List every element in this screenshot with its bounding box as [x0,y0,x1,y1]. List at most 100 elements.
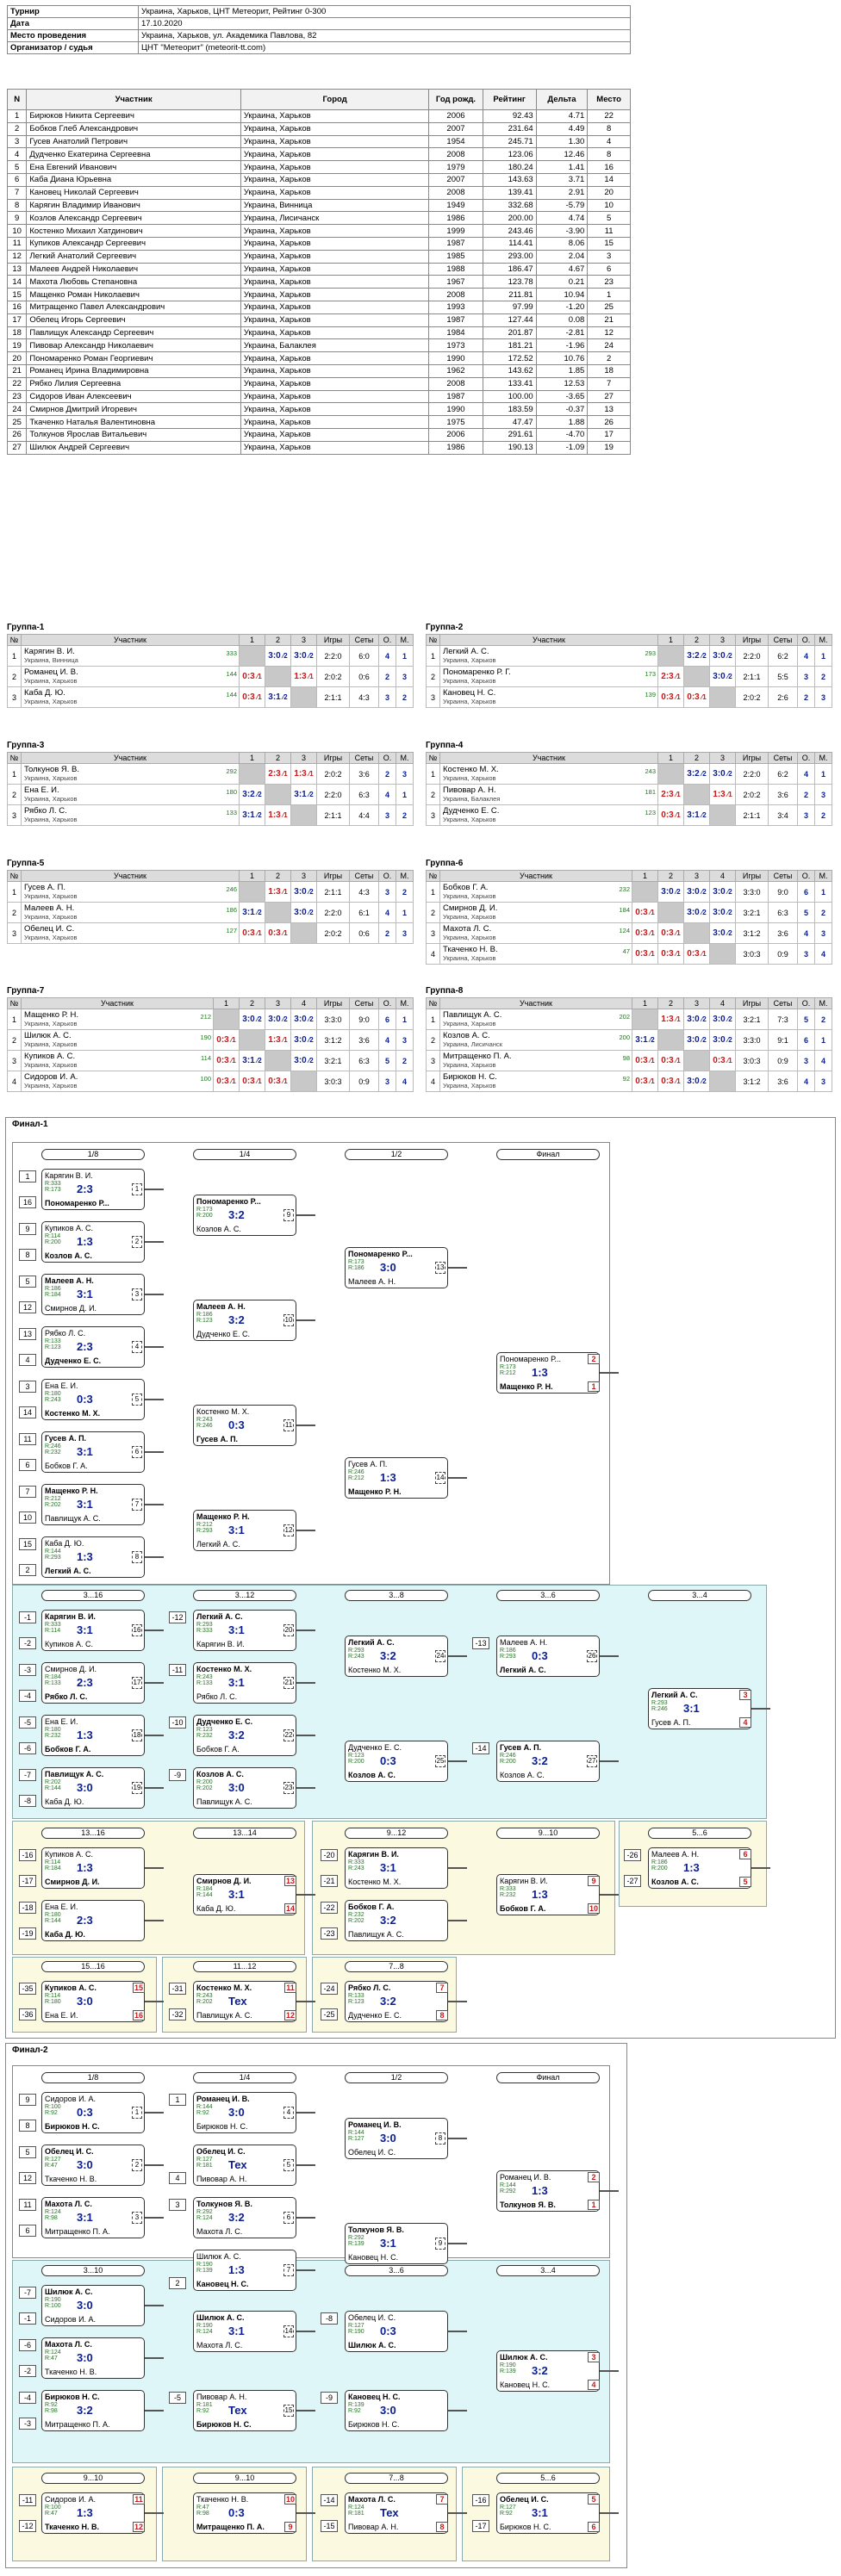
group-header-cell: 2 [265,634,291,646]
player-2-name: Легкий А. С. [500,1666,546,1674]
match-points: ⁄1 [254,673,262,680]
player-1-rating: R:184 [196,1886,213,1892]
final-place: 5 [739,1877,751,1887]
table-cell: 1985 [428,249,483,264]
bracket-connector [145,2410,164,2412]
group-header-cell: 2 [683,752,710,764]
group-row-number: 3 [426,1050,440,1071]
match-points: ⁄1 [647,929,655,937]
games: 3:3:0 [735,881,769,903]
match-result: 0:3 [380,2325,396,2337]
group-header-cell: 4 [709,870,736,882]
player-2-rating: R:246 [196,1423,213,1429]
player-2-rating: R:184 [45,1865,61,1871]
match-result: 3:0 [77,1781,93,1794]
match-number: 14 [435,1472,445,1484]
table-cell: 1999 [428,224,483,238]
games: 2:0:2 [735,784,769,805]
player-2-name: Бобков Г. А. [196,1745,240,1754]
player-1-rating: R:47 [196,2505,209,2511]
score-cell: 3:0 ⁄2 [709,881,736,903]
player-1-rating: R:114 [45,1233,61,1239]
match-result: 3:0 [380,2404,396,2417]
bracket-connector [296,1894,315,1896]
sets: 6:3 [349,1050,379,1071]
final-place: 11 [284,1983,296,1993]
player-1-name: Толкунов Я. В. [348,2225,404,2234]
table-cell: Украина, Харьков [240,147,430,162]
player-1-name: Гусев А. П. [348,1460,388,1468]
score-cell: 3:1 ⁄2 [683,804,710,826]
sets: 3:4 [768,804,798,826]
table-cell: 1973 [428,338,483,353]
points: 3 [797,666,815,687]
match-points: ⁄1 [280,1077,288,1085]
match-points: ⁄2 [725,1015,732,1023]
match-points: ⁄1 [699,950,707,958]
player-1-name: Малеев А. Н. [500,1638,548,1647]
match-number: 6 [283,2212,294,2224]
match-points: ⁄1 [673,929,681,937]
player-1-name: Шилюк А. С. [196,2252,241,2261]
place: 1 [396,1009,414,1030]
player-2-rating: R:92 [45,2110,58,2116]
final-place: 2 [588,2172,600,2182]
place: 3 [814,922,832,944]
player-2-name: Смирнов Д. И. [45,1878,100,1886]
player-2-rating: R:232 [45,1733,61,1739]
participant-name: Пивовар А. Н. [443,785,496,795]
match-result: 0:3 [228,2506,245,2519]
player-2-name: Митращенко П. А. [45,2420,110,2429]
player-1-rating: R:246 [348,1469,364,1475]
bracket-connector [145,1399,164,1400]
player-2-name: Бирюков Н. С. [196,2122,248,2131]
group-header-cell: 4 [290,997,317,1009]
sets: 3:6 [768,922,798,944]
match-score: 0:3 [268,1077,281,1086]
points: 5 [797,1009,815,1030]
table-cell: 20 [6,351,28,365]
match-number: 24 [435,1650,445,1662]
round-label: 3...6 [496,1590,600,1601]
group-header-cell: 3 [290,752,317,764]
player-1-name: Шилюк А. С. [500,2353,548,2362]
match-score: 0:3 [216,1077,229,1086]
table-cell: 8 [6,198,28,213]
final-place: 9 [284,2522,296,2532]
match-score: 3:1 [294,790,307,799]
group-header-cell: № [426,634,440,646]
seed-number: -8 [321,2312,338,2325]
player-2-name: Бирюков Н. С. [348,2420,400,2429]
seed-number: -2 [19,1637,36,1649]
column-header: N [6,89,28,110]
games: 2:1:1 [735,666,769,687]
seed-number: -19 [19,1927,36,1940]
player-2-name: Рябко Л. С. [196,1692,238,1701]
rating: 98 [622,1053,630,1062]
table-cell: 123.06 [482,147,537,162]
participant-name: Махота Л. С. [443,923,492,934]
round-label: Финал [496,1149,600,1160]
table-cell: 190.13 [482,440,537,455]
place: 1 [814,645,832,667]
match-points: ⁄1 [673,811,681,819]
bracket-connector [296,1425,315,1426]
player-2-name: Толкунов Я. В. [500,2200,556,2209]
participant-city: Украина, Харьков [443,1019,496,1027]
table-cell: 47.47 [482,415,537,429]
group-header-cell: 1 [657,634,684,646]
score-cell: 1:3 ⁄1 [657,1009,684,1030]
self-cell [290,686,317,708]
points: 3 [797,804,815,826]
